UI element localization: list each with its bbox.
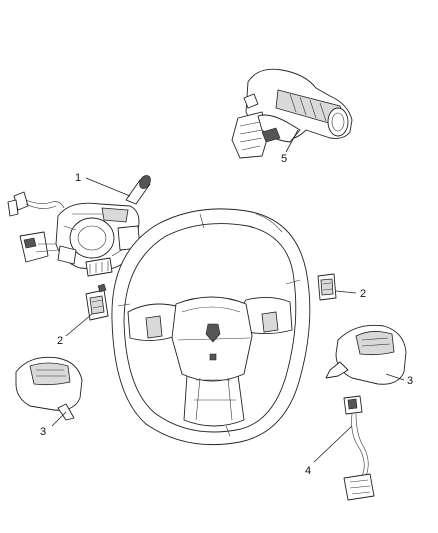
callout-3-left: 3 bbox=[40, 426, 46, 438]
leader-line-2-left bbox=[65, 313, 93, 337]
leader-line-4 bbox=[313, 425, 353, 463]
leader-line-2-right bbox=[335, 290, 357, 294]
multifunction-switch-and-clockspring-icon[interactable] bbox=[7, 173, 153, 277]
callout-4: 4 bbox=[305, 465, 311, 477]
switch-bezel-icon-right[interactable] bbox=[325, 324, 407, 385]
steering-wheel-switch-icon-right[interactable] bbox=[317, 273, 337, 301]
leader-line-3-right bbox=[385, 373, 405, 381]
steering-wheel-switch-icon[interactable] bbox=[85, 283, 109, 321]
steering-wheel-icon bbox=[111, 208, 311, 446]
steering-column-module-icon[interactable] bbox=[231, 68, 353, 159]
wiring-harness-icon[interactable] bbox=[343, 395, 375, 501]
leader-line-3-left bbox=[51, 411, 67, 427]
callout-2-left: 2 bbox=[57, 335, 63, 347]
leader-line-5 bbox=[285, 129, 299, 153]
switch-bezel-icon[interactable] bbox=[15, 356, 83, 421]
leader-line-1 bbox=[85, 177, 131, 197]
callout-1: 1 bbox=[75, 172, 81, 184]
callout-3-right: 3 bbox=[407, 375, 413, 387]
callout-5: 5 bbox=[281, 153, 287, 165]
callout-2-right: 2 bbox=[360, 288, 366, 300]
